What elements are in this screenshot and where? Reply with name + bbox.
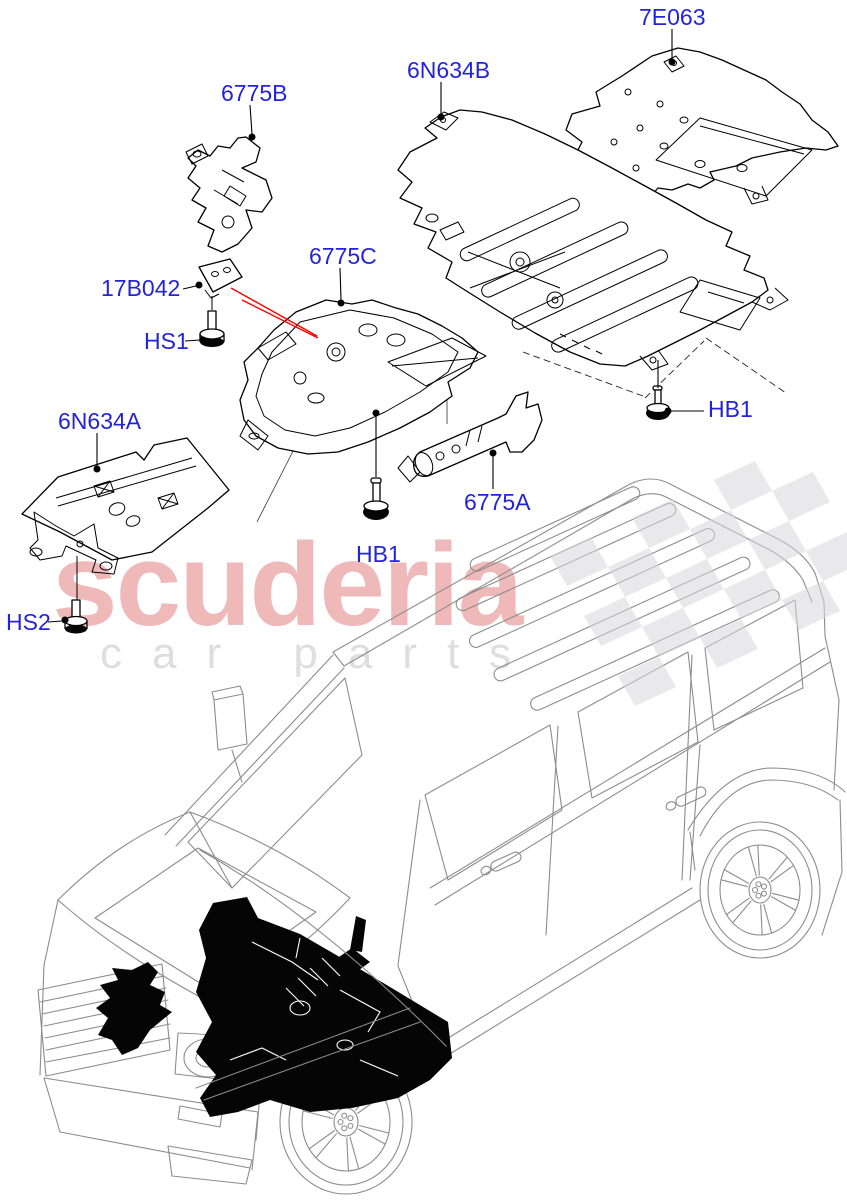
fastener-hb1-center [363, 477, 389, 520]
side-mirror [211, 685, 248, 783]
callout-17b042: 17B042 [101, 275, 180, 301]
callout-labels: 6775B 6N634B 7E063 6775C 17B042 HS1 6N63… [6, 4, 753, 635]
part-6775a [397, 391, 543, 483]
splash-shield-highlight [96, 849, 452, 1117]
callout-6775b: 6775B [221, 80, 288, 106]
shield-highlight-bracket [252, 916, 370, 1048]
beltline [429, 647, 831, 906]
callout-hs1: HS1 [144, 328, 189, 354]
cowl-line [189, 811, 233, 889]
embossed-text-marks [559, 333, 603, 355]
part-17b042 [198, 258, 243, 310]
rear-wheel [699, 821, 821, 959]
watermark: scuderia car parts [52, 519, 541, 678]
leader-lines [47, 29, 704, 624]
exploded-parts [21, 29, 839, 634]
front-door-handle [480, 851, 522, 876]
hood-inner-panel [94, 847, 317, 989]
front-left-edge [39, 899, 59, 1076]
rear-door-handle [665, 786, 707, 811]
callout-hb1-right: HB1 [708, 396, 753, 422]
callout-hs2: HS2 [6, 609, 51, 635]
fastener-hs2 [64, 599, 88, 634]
part-6775b [185, 136, 273, 253]
rear-lower-corner [821, 799, 843, 936]
rear-fender-inner [699, 779, 839, 837]
windshield [187, 677, 363, 889]
shield-highlight-spiky [96, 962, 172, 1055]
callout-6n634a: 6N634A [58, 408, 142, 434]
quarter-window [704, 599, 804, 731]
callout-7e063: 7E063 [639, 4, 706, 30]
front-door-window [424, 724, 563, 881]
rear-fender-flare [687, 767, 846, 831]
bumper [43, 1077, 259, 1171]
callout-hb1-center: HB1 [356, 541, 401, 567]
shield-highlight-main [196, 897, 452, 1117]
front-skid-plate [167, 1145, 253, 1185]
door-edges [397, 654, 701, 966]
fastener-hb1-right [646, 385, 670, 420]
watermark-tagline-text: car parts [100, 629, 541, 678]
callout-6775c: 6775C [309, 243, 377, 269]
checkered-flag-watermark [550, 461, 847, 706]
part-6n634a [21, 437, 230, 600]
body-right-edge [824, 635, 840, 791]
roof-front-edge [332, 651, 345, 667]
part-6775c [239, 299, 487, 455]
a-pillar [164, 654, 345, 847]
part-6n634b [397, 109, 789, 371]
callout-6n634b: 6N634B [407, 57, 490, 83]
callout-6775a: 6775A [464, 489, 531, 515]
highlight-leader-lines [230, 287, 319, 339]
